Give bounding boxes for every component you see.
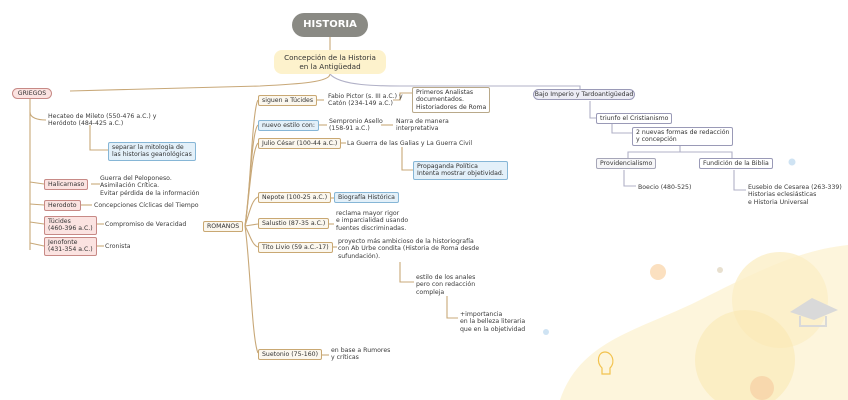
node-nuevas-formas[interactable]: 2 nuevas formas de redacción y concepció… [632,127,734,146]
decorative-background [543,158,848,400]
node-providencialismo[interactable]: Providencialismo [596,158,657,170]
root-title: HISTORIA [292,13,368,37]
node-separar-mitologia[interactable]: separar la mitología de las historias ge… [108,142,196,161]
node-rumores: en base a Rumores y críticas [331,347,391,362]
node-herodoto-desc: Concepciones Cíclicas del Tiempo [94,202,199,209]
node-importancia: +importancia en la belleza literaria que… [460,311,526,333]
node-suetonio[interactable]: Suetonio (75-160) [258,349,323,361]
node-primeros-analistas[interactable]: Primeros Analistas documentados. Histori… [412,87,491,114]
node-jenofonte[interactable]: Jenofonte (431-354 a.C.) [44,237,97,256]
node-fabio-caton: Fabio Pictor (s. III a.C.) y Catón (234-… [328,93,403,108]
node-griegos[interactable]: GRIEGOS [12,88,52,99]
node-tito-livio[interactable]: Tito Livio (59 a.C.-17) [258,242,333,254]
node-bajo-imperio[interactable]: Bajo Imperio y Tardoantigüedad [533,89,635,100]
node-jenofonte-desc: Cronista [105,243,131,250]
node-fundicion-biblia[interactable]: Fundición de la Biblia [699,158,773,170]
node-narra: Narra de manera interpretativa [396,118,449,133]
node-propaganda[interactable]: Propaganda Política Intenta mostrar obje… [413,161,508,180]
node-salustio[interactable]: Salustio (87-35 a.C.) [258,218,330,230]
node-romanos[interactable]: ROMANOS [203,221,244,233]
node-biografia[interactable]: Biografía Histórica [334,192,399,204]
node-nepote[interactable]: Nepote (100-25 a.C.) [258,192,332,204]
node-halicarnaso[interactable]: Halicarnaso [44,179,89,191]
node-siguen-tucides[interactable]: siguen a Túcides [258,95,318,107]
node-julio-cesar[interactable]: Julio César (100-44 a.C.) [258,138,342,150]
node-tucides-desc: Compromiso de Veracidad [105,221,187,228]
node-nuevo-estilo[interactable]: nuevo estilo con: [258,120,319,132]
node-sempronio: Sempronio Asello (158-91 a.C.) [329,118,383,133]
node-guerra-galias: La Guerra de las Galias y La Guerra Civi… [347,140,473,147]
node-hecateo-herodoto: Hecateo de Mileto (550-476 a.C.) y Heród… [48,113,157,128]
node-triunfo-cristianismo[interactable]: triunfo el Cristianismo [596,113,673,125]
node-estilo-anales: estilo de los anales pero con redacción … [416,274,476,296]
node-eusebio: Eusebio de Cesarea (263-339) Historias e… [748,184,842,206]
node-reclama: reclama mayor rigor e imparcialidad usan… [336,210,409,232]
central-concept: Concepción de la Historia en la Antigüed… [274,50,386,74]
node-boecio: Boecio (480-525) [638,184,692,191]
node-proyecto: proyecto más ambicioso de la historiogra… [338,238,480,260]
node-halicarnaso-desc: Guerra del Peloponeso. Asimilación Críti… [100,175,200,197]
node-tucides[interactable]: Túcides (460-396 a.C.) [44,216,97,235]
node-herodoto[interactable]: Herodoto [44,200,81,212]
